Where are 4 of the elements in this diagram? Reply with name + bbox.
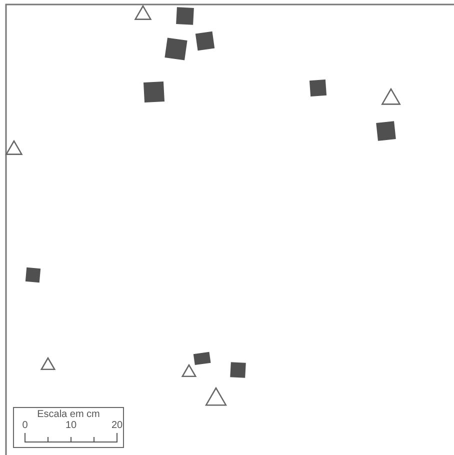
- scale-tick-label: 10: [65, 420, 77, 432]
- scale-tick-label: 0: [22, 420, 28, 432]
- scale-title: Escala em cm: [36, 409, 101, 421]
- scale-tick-label: 20: [111, 420, 123, 432]
